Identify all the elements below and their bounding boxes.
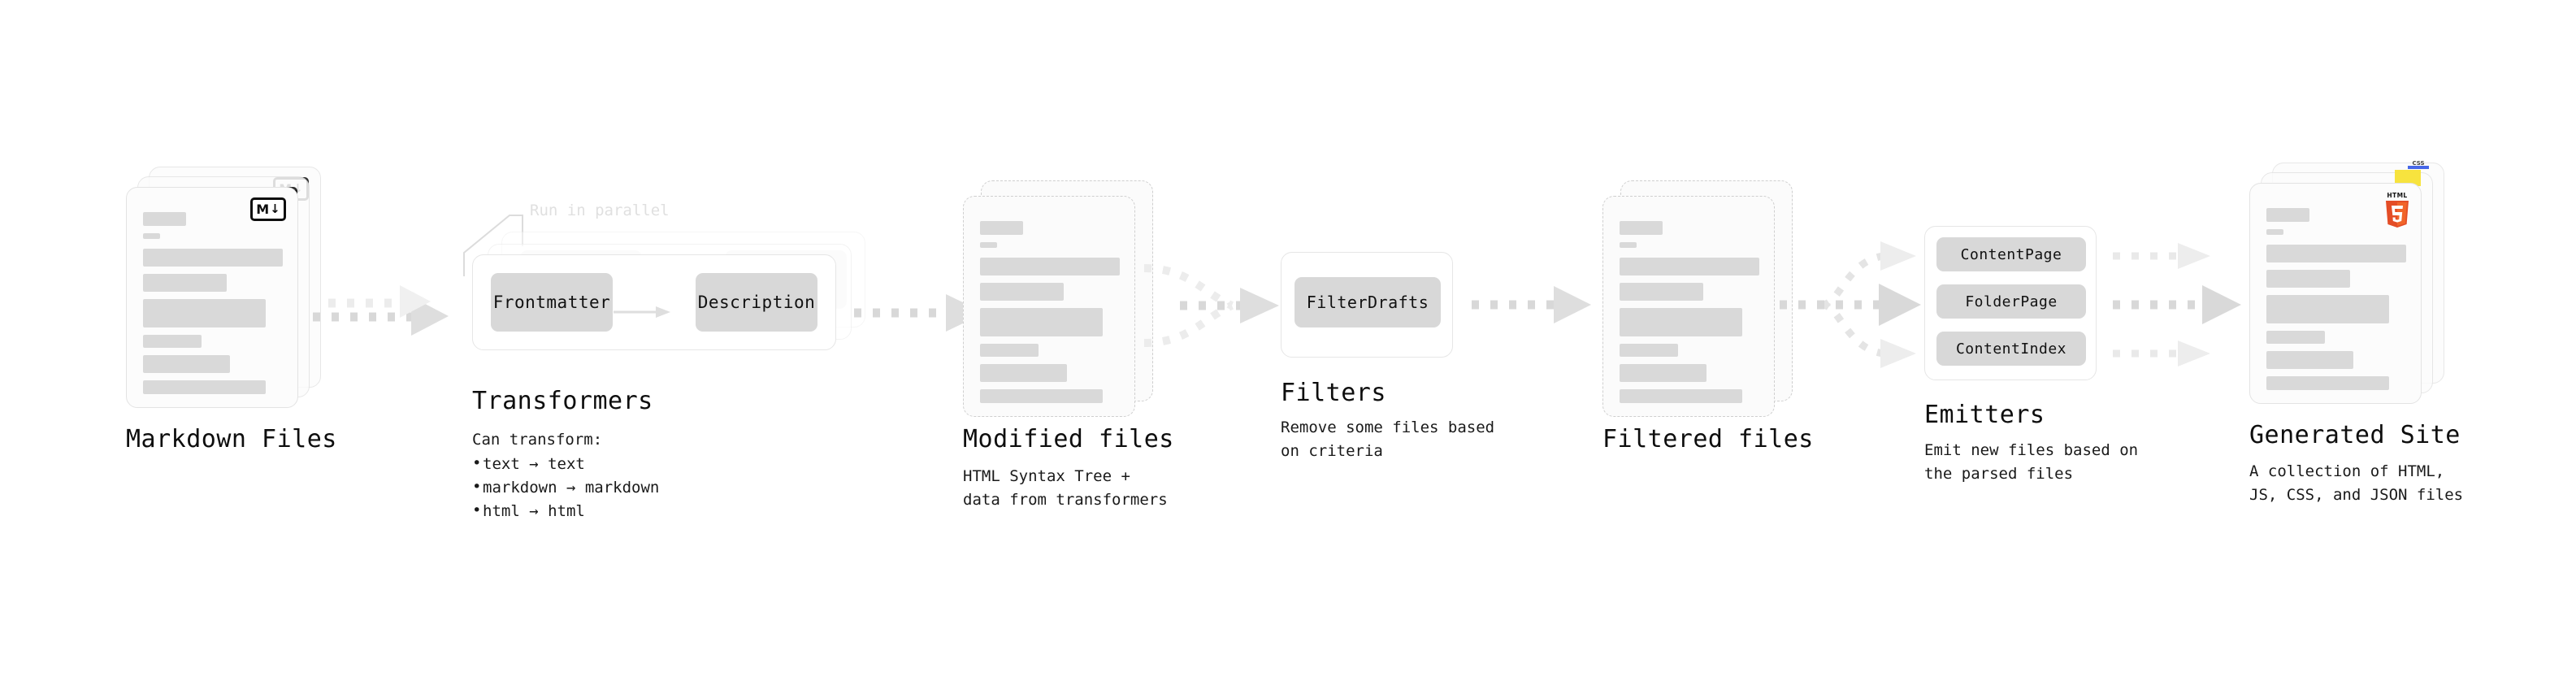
site-doc-html: HTML	[2249, 183, 2422, 404]
emitters-description: Emit new files based on the parsed files	[1924, 441, 2139, 483]
emitter-chip-folderpage[interactable]: FolderPage	[1936, 284, 2086, 319]
emitters-title: Emitters	[1924, 401, 2045, 429]
emitter-chip-contentindex[interactable]: ContentIndex	[1936, 332, 2086, 366]
transformer-chip-description[interactable]: Description	[696, 273, 817, 332]
filters-box: FilterDrafts	[1281, 252, 1453, 358]
doc-placeholder-lines	[980, 221, 1120, 410]
css-icon: CSS	[2408, 160, 2429, 169]
filters-description: Remove some files based on criteria	[1281, 419, 1495, 460]
filtered-doc-front	[1602, 196, 1775, 417]
list-item: text → text	[472, 452, 659, 476]
modified-doc-front	[963, 196, 1135, 417]
emitter-chip-contentpage[interactable]: ContentPage	[1936, 237, 2086, 271]
markdown-icon-letter: M	[256, 201, 270, 217]
generated-site-title: Generated Site	[2249, 421, 2461, 449]
markdown-doc-front: M↓	[126, 187, 298, 408]
markdown-icon: M↓	[250, 197, 286, 221]
filters-title: Filters	[1281, 379, 1386, 407]
svg-text:HTML: HTML	[2387, 192, 2407, 199]
list-item: html → html	[472, 499, 659, 523]
markdown-icon-arrow: ↓	[270, 202, 280, 216]
transformers-box: Frontmatter Description	[472, 254, 836, 350]
modified-files-description: HTML Syntax Tree + data from transformer…	[963, 467, 1168, 509]
html5-icon: HTML	[2386, 192, 2409, 228]
list-item: markdown → markdown	[472, 475, 659, 500]
doc-placeholder-lines	[143, 212, 283, 401]
transformers-description: Can transform: text → text markdown → ma…	[472, 428, 659, 523]
arrow-markdown-to-transformers	[313, 285, 449, 336]
transformer-chip-frontmatter[interactable]: Frontmatter	[491, 273, 613, 332]
modified-files-title: Modified files	[963, 425, 1174, 453]
filtered-files-title: Filtered files	[1602, 425, 1814, 453]
svg-text:CSS: CSS	[2412, 160, 2424, 167]
js-icon	[2395, 170, 2421, 186]
emitters-box: ContentPage FolderPage ContentIndex	[1924, 226, 2097, 380]
transformers-title: Transformers	[472, 387, 653, 415]
filter-chip-filterdrafts[interactable]: FilterDrafts	[1295, 277, 1441, 327]
doc-placeholder-lines	[1620, 221, 1759, 410]
run-in-parallel-label: Run in parallel	[530, 202, 670, 219]
doc-placeholder-lines	[2266, 208, 2406, 397]
generated-site-description: A collection of HTML, JS, CSS, and JSON …	[2249, 462, 2464, 504]
markdown-files-title: Markdown Files	[126, 425, 337, 453]
transformers-item-list: text → text markdown → markdown html → h…	[472, 452, 659, 523]
transformers-lead: Can transform:	[472, 431, 603, 449]
